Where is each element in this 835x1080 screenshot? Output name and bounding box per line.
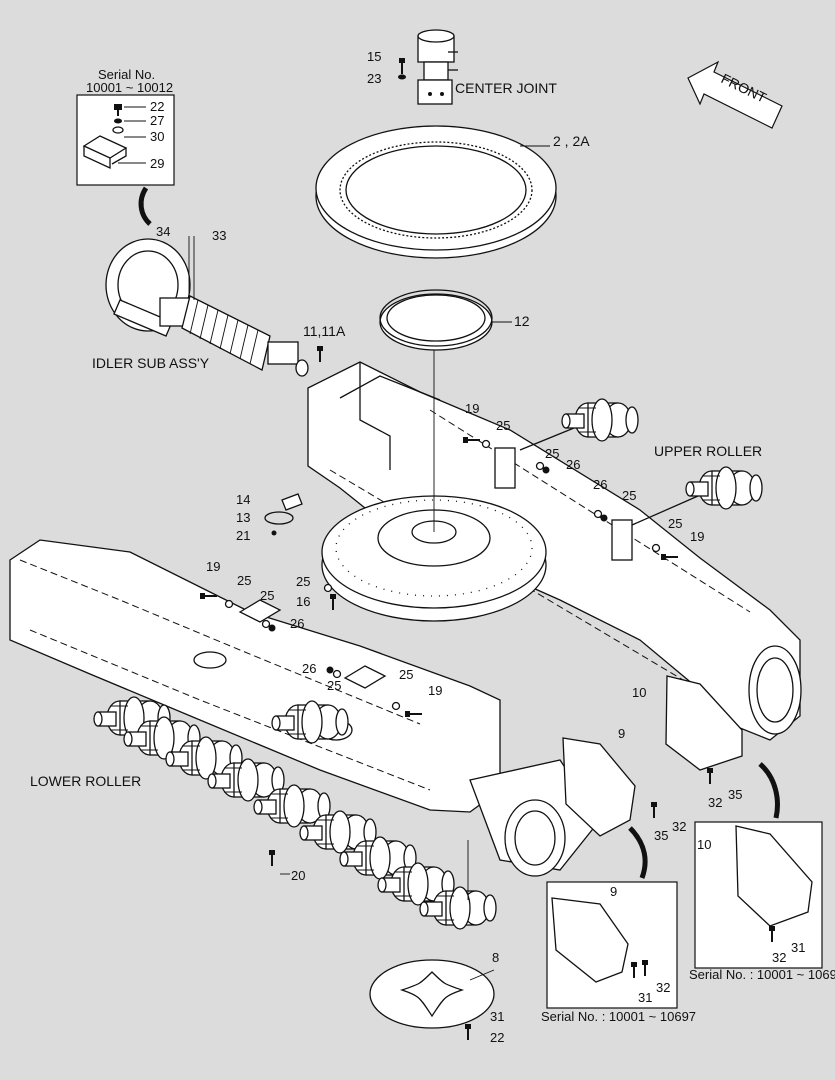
serial-detail-box-top: Serial No. 10001 ~ 10012 22 27 30 29 xyxy=(76,67,175,226)
upper-roller-label: UPPER ROLLER xyxy=(654,443,762,459)
callout-12: 12 xyxy=(514,313,530,329)
center-joint-label: CENTER JOINT xyxy=(455,80,557,96)
callout-9-a: 9 xyxy=(618,726,625,741)
callout-19-d: 19 xyxy=(428,683,442,698)
callout-31-c: 31 xyxy=(490,1009,504,1024)
callout-22-b: 22 xyxy=(490,1030,504,1045)
callout-35-a: 35 xyxy=(728,787,742,802)
callout-14: 14 xyxy=(236,492,250,507)
callout-19-c: 19 xyxy=(206,559,220,574)
lower-roller-label: LOWER ROLLER xyxy=(30,773,141,789)
callout-11: 11,11A xyxy=(303,323,346,339)
callout-21: 21 xyxy=(236,528,250,543)
callout-31-a: 31 xyxy=(791,940,805,955)
callout-20: 20 xyxy=(291,868,305,883)
front-arrow-icon: FRONT xyxy=(687,60,783,129)
callout-8: 8 xyxy=(492,950,499,965)
callout-19-a: 19 xyxy=(465,401,479,416)
callout-9-b: 9 xyxy=(610,884,617,899)
callout-29: 29 xyxy=(150,156,164,171)
callout-25-h: 25 xyxy=(327,678,341,693)
callout-33: 33 xyxy=(212,228,226,243)
callout-25-i: 25 xyxy=(399,667,413,682)
callout-25-b: 25 xyxy=(545,446,559,461)
callout-10-b: 10 xyxy=(697,837,711,852)
callout-19-b: 19 xyxy=(690,529,704,544)
callout-22: 22 xyxy=(150,99,164,114)
bottom-cover-part: 8 31 22 xyxy=(369,950,504,1045)
serial-top-range: 10001 ~ 10012 xyxy=(86,80,173,95)
serial-detail-box-right: 10 31 32 Serial No. : 10001 ~ 10697 xyxy=(689,821,835,982)
callout-13: 13 xyxy=(236,510,250,525)
upper-roller-parts: UPPER ROLLER 19 25 25 26 26 25 25 19 xyxy=(462,398,763,561)
callout-32-a: 32 xyxy=(708,795,722,810)
callout-25-e: 25 xyxy=(237,573,251,588)
center-turntable: 14 13 21 xyxy=(236,350,547,622)
callout-32-c: 32 xyxy=(772,950,786,965)
callout-16: 16 xyxy=(296,594,310,609)
callout-34: 34 xyxy=(156,224,170,239)
lower-roller-parts: LOWER ROLLER 20 xyxy=(30,696,497,930)
callout-26-d: 26 xyxy=(302,661,316,676)
callout-26-a: 26 xyxy=(566,457,580,472)
idler-label: IDLER SUB ASS'Y xyxy=(92,355,210,371)
lower-track-frame: 19 25 25 26 25 16 26 25 25 19 xyxy=(9,539,601,877)
callout-31-b: 31 xyxy=(638,990,652,1005)
center-joint-part: 15 23 CENTER JOINT xyxy=(367,29,557,105)
callout-25-f: 25 xyxy=(260,588,274,603)
idler-assembly: 34 33 11,11A IDLER SUB ASS'Y xyxy=(92,224,346,377)
serial-top-label: Serial No. xyxy=(98,67,155,82)
callout-25-c: 25 xyxy=(622,488,636,503)
callout-32-d: 32 xyxy=(656,980,670,995)
callout-35-b: 35 xyxy=(654,828,668,843)
callout-10-a: 10 xyxy=(632,685,646,700)
serial-left-label: Serial No. : 10001 ~ 10697 xyxy=(541,1009,696,1024)
callout-30: 30 xyxy=(150,129,164,144)
callout-2: 2 , 2A xyxy=(553,133,590,149)
callout-25-a: 25 xyxy=(496,418,510,433)
seal-ring: 12 xyxy=(379,289,530,351)
callout-25-g: 25 xyxy=(296,574,310,589)
serial-right-label: Serial No. : 10001 ~ 10697 xyxy=(689,967,835,982)
serial-detail-box-left: 9 32 31 Serial No. : 10001 ~ 10697 xyxy=(541,881,696,1024)
callout-27: 27 xyxy=(150,113,164,128)
callout-25-d: 25 xyxy=(668,516,682,531)
callout-32-b: 32 xyxy=(672,819,686,834)
callout-26-b: 26 xyxy=(593,477,607,492)
callout-15: 15 xyxy=(367,49,381,64)
swing-bearing-ring: 2 , 2A xyxy=(315,125,590,259)
callout-23: 23 xyxy=(367,71,381,86)
callout-26-c: 26 xyxy=(290,616,304,631)
side-covers: 10 9 32 35 35 32 xyxy=(562,675,780,879)
